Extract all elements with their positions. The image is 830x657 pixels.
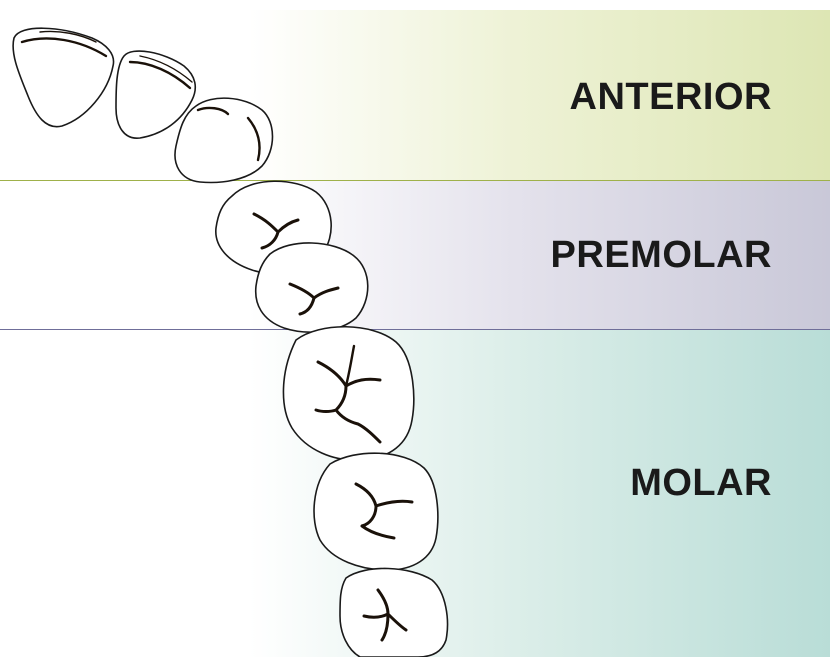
- second-premolar: [256, 243, 368, 332]
- second-molar: [314, 453, 438, 570]
- third-molar: [340, 568, 447, 657]
- first-molar: [283, 327, 413, 460]
- central-incisor: [13, 28, 113, 126]
- canine: [175, 98, 273, 182]
